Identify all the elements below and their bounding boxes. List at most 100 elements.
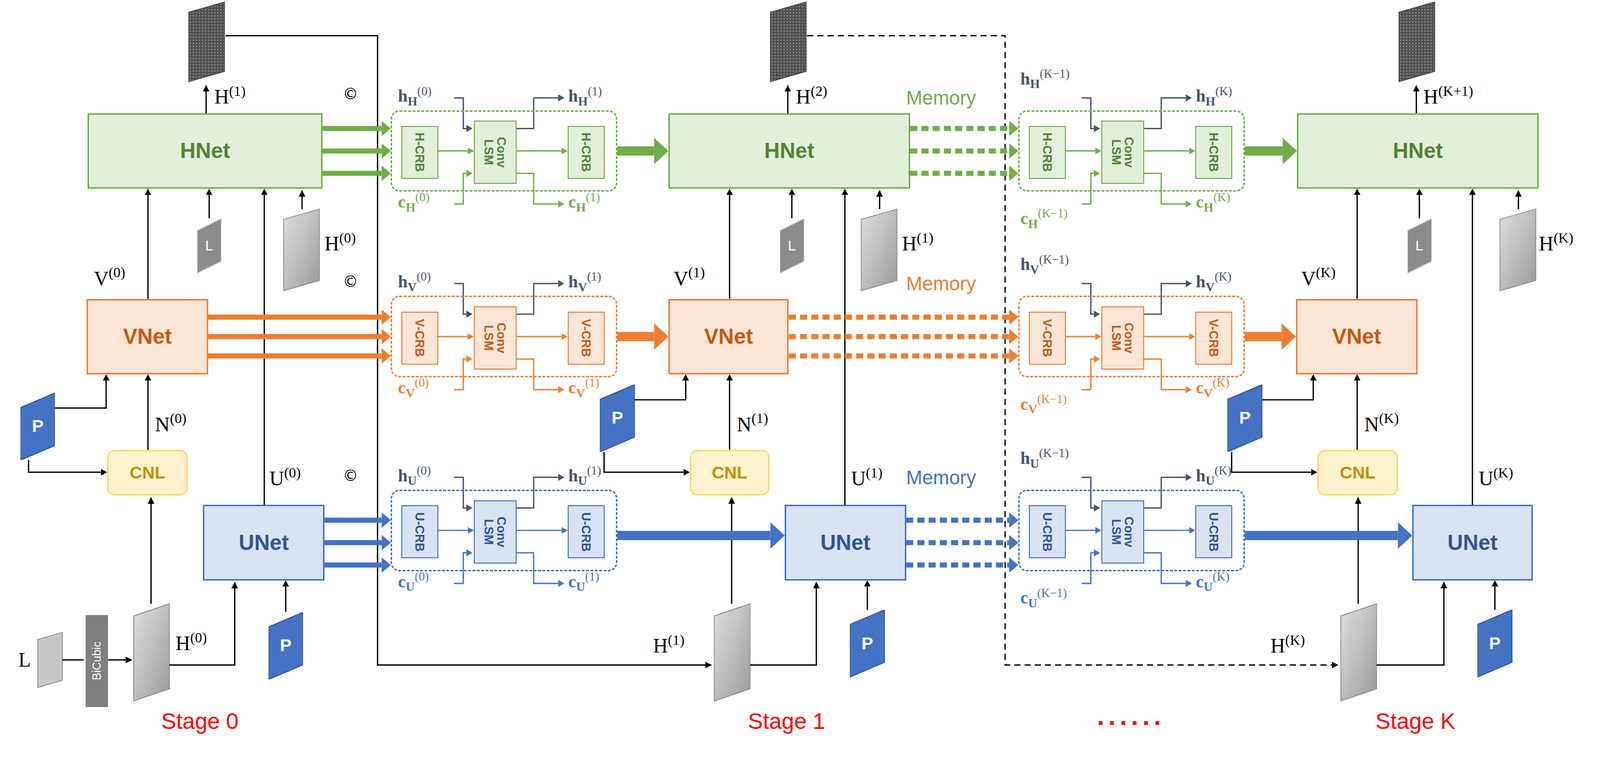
connector	[516, 147, 568, 155]
cnl-text: CNL	[129, 464, 165, 483]
symbol-base: c	[397, 192, 406, 212]
prior-image: P	[599, 384, 635, 452]
math-symbol: hU(0)	[397, 466, 431, 486]
symbol-base: c	[1195, 572, 1204, 592]
memory-label: Memory	[906, 467, 977, 489]
symbol-index: U	[1205, 473, 1215, 488]
connector	[516, 527, 568, 534]
math-symbol: hV(K−1)	[1020, 254, 1070, 274]
symbol-index: V	[577, 280, 588, 295]
symbol-base: c	[568, 377, 576, 398]
input-line	[750, 582, 817, 666]
par-text: P	[32, 417, 44, 436]
symbol-base: h	[568, 466, 578, 486]
math-symbol: hU(K)	[1195, 466, 1232, 486]
arrow-head	[282, 580, 289, 588]
input-image	[133, 604, 170, 702]
connector	[322, 143, 392, 159]
connector-line	[1244, 531, 1399, 541]
math-symbol: hH(1)	[568, 86, 602, 106]
connector-line	[1262, 380, 1314, 400]
connector	[282, 580, 289, 613]
math-symbol: cH(K)	[1195, 192, 1230, 212]
symbol-index: (K−1)	[1039, 67, 1070, 81]
input-line	[731, 498, 733, 605]
symbol-base: h	[397, 86, 408, 106]
symbol-index: U	[1027, 596, 1038, 611]
connector	[726, 374, 733, 450]
symbol-base: h	[1020, 69, 1031, 89]
input-line	[62, 659, 84, 662]
connector	[1353, 188, 1361, 300]
arrow-head	[1008, 121, 1019, 137]
symbol-index: (K)	[1212, 376, 1230, 390]
arrow-head	[144, 374, 151, 381]
connector	[324, 512, 391, 528]
convlstm-block: Conv LSM	[1101, 120, 1145, 184]
lr-image: L	[1407, 218, 1432, 274]
symbol-base: c	[397, 572, 406, 592]
symbol-base: N	[736, 413, 752, 436]
parallelogram-fill	[849, 610, 885, 678]
crb-block: V-CRB	[1195, 311, 1233, 365]
connector-line	[1244, 332, 1282, 342]
connector	[1065, 333, 1102, 340]
crb-text: V-CRB	[1207, 319, 1221, 358]
symbol-index: V	[1203, 386, 1213, 401]
prior-image: P	[849, 610, 885, 678]
arrow-head	[1469, 188, 1476, 196]
symbol-index: U	[407, 473, 417, 488]
parallelogram-fill	[197, 218, 222, 274]
connector	[144, 374, 151, 450]
arrow-head	[561, 147, 569, 155]
connector-line	[1065, 336, 1096, 338]
crb-text: U-CRB	[1041, 512, 1054, 552]
arrow-head	[1189, 147, 1196, 155]
arrow-head	[467, 527, 475, 534]
convlstm-block: Conv LSM	[473, 306, 517, 370]
symbol-index: U	[577, 473, 588, 488]
parallelogram-fill	[20, 393, 55, 461]
symbol-index: H	[1029, 76, 1040, 91]
connector-line	[208, 334, 382, 340]
input-image	[714, 604, 750, 702]
connector-line	[617, 332, 655, 342]
concat-symbol: ©	[342, 467, 359, 485]
arrow-head	[1398, 522, 1413, 550]
symbol-base: V	[93, 267, 109, 290]
network-box: HNet	[668, 113, 911, 189]
symbol-index: (K)	[1553, 230, 1574, 246]
connector-line	[1144, 529, 1189, 532]
symbol-base: H	[1423, 85, 1439, 108]
lim-text: L	[788, 238, 796, 254]
connector	[324, 557, 391, 573]
arrow-head	[381, 165, 391, 181]
cnl-box: CNL	[107, 449, 188, 496]
math-symbol: H(0)	[175, 632, 208, 655]
math-symbol: hH(K−1)	[1020, 69, 1070, 89]
arrow-head	[102, 374, 109, 381]
arrow-head	[467, 147, 475, 155]
symbol-index: U	[1029, 456, 1040, 471]
arrow-head	[381, 143, 391, 159]
arrow-head	[788, 188, 795, 196]
connector-line	[910, 125, 1009, 131]
output-image	[770, 1, 807, 82]
arrow-head	[654, 137, 669, 165]
prior-image: P	[268, 612, 304, 680]
crb-text: H-CRB	[1041, 132, 1054, 173]
symbol-index: (0)	[415, 190, 430, 204]
arrow-head	[381, 328, 391, 344]
math-symbol: cU(K)	[1195, 572, 1230, 592]
net-text: VNet	[1332, 325, 1382, 348]
stage-label: Stage 1	[748, 709, 826, 735]
convlstm-block: Conv LSM	[1101, 306, 1145, 370]
crb-block: H-CRB	[567, 125, 605, 180]
crb-text: H-CRB	[579, 132, 593, 173]
math-symbol: U(K)	[1478, 467, 1513, 490]
symbol-index: H	[1205, 94, 1216, 109]
symbol-base: V	[1300, 267, 1316, 290]
connector-line	[208, 195, 211, 219]
symbol-index: (1)	[865, 465, 883, 481]
